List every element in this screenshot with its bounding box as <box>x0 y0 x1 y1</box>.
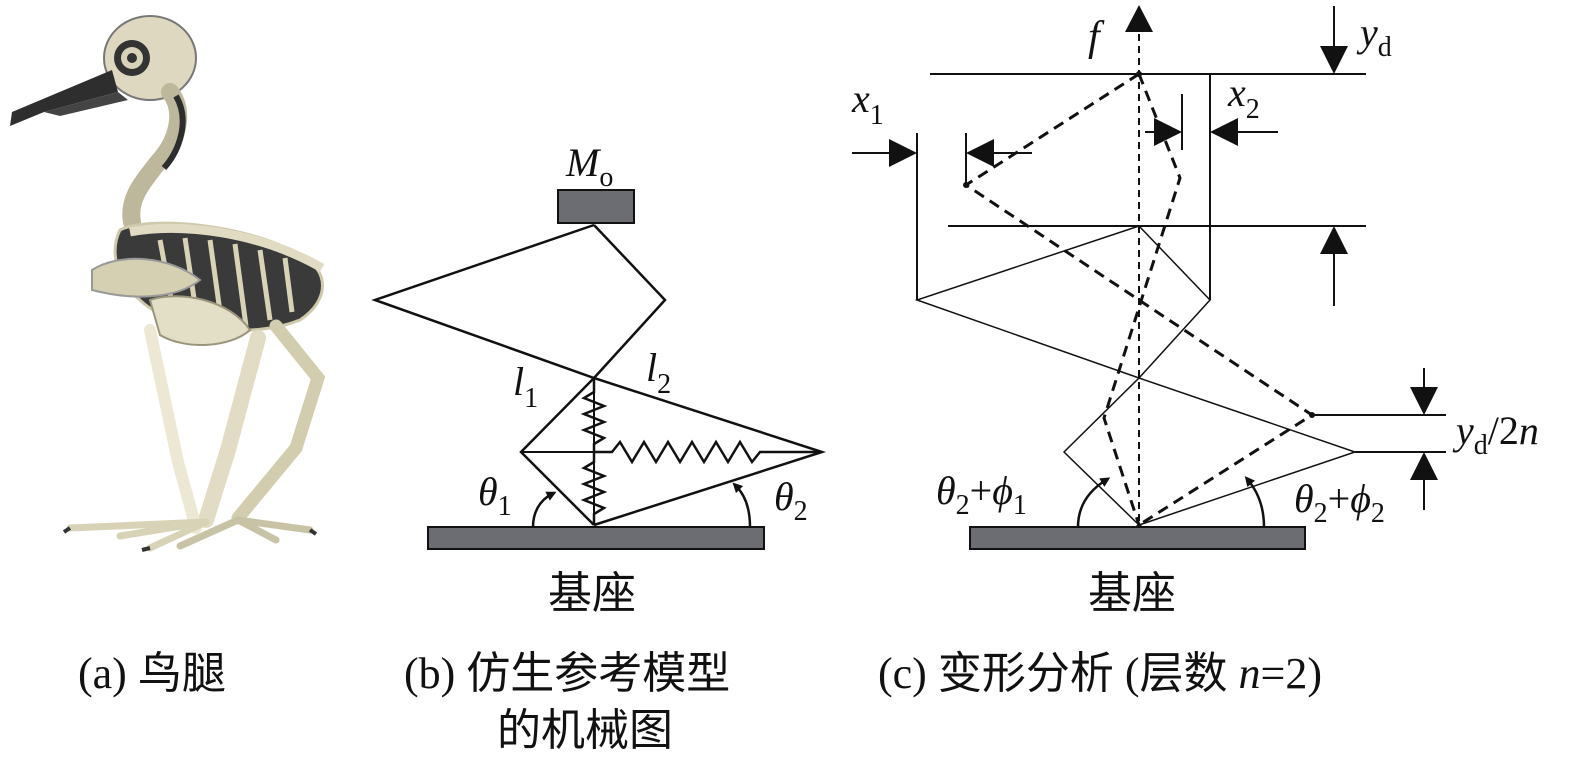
upper-linkage <box>371 223 667 380</box>
vertical-spring-upper <box>580 380 608 452</box>
x1-arrow-left-head <box>889 139 917 167</box>
spine <box>129 223 325 272</box>
solid-linkage <box>914 225 1212 379</box>
joint-left <box>963 182 969 188</box>
base-plate-c <box>969 526 1306 550</box>
mass-block <box>557 189 635 224</box>
caption-b-line2: 的机械图 <box>497 706 673 755</box>
caption-b-line1: (b) 仿生参考模型 <box>404 649 730 698</box>
joint-top <box>1136 71 1142 77</box>
panel-c: f yd x1 x2 yd/2n θ2+ϕ1 θ2+ϕ2 基座 <box>851 5 1539 618</box>
caption-c: (c) 变形分析 (层数 n=2) <box>878 649 1322 698</box>
theta1-arc <box>531 491 557 528</box>
foot-left <box>66 518 210 552</box>
wing <box>91 257 202 298</box>
claws <box>62 526 318 552</box>
angle-arc-left <box>1076 477 1111 528</box>
yd2n-arrow-bottom-head <box>1410 452 1438 480</box>
l1-label: l1 <box>513 359 538 414</box>
mass-label: Mo <box>565 140 613 193</box>
angle-right-label: θ2+ϕ2 <box>1294 476 1385 529</box>
eye-socket-core <box>127 53 137 63</box>
caption-a: (a) 鸟腿 <box>78 649 226 698</box>
angle-left-label: θ2+ϕ1 <box>936 468 1027 521</box>
yd2n-label: yd/2n <box>1452 408 1539 461</box>
theta2-label: θ2 <box>774 474 808 527</box>
x2-label: x2 <box>1227 70 1260 125</box>
dashed-deformed-left <box>963 72 1315 527</box>
f-label: f <box>1088 14 1105 60</box>
yd-arrow-top-head <box>1320 46 1348 74</box>
foot-right <box>176 516 314 550</box>
x1-label: x1 <box>851 76 884 131</box>
theta1-label: θ1 <box>478 469 512 522</box>
pelvis <box>148 295 252 347</box>
leg-right <box>231 319 326 525</box>
joint-right <box>1309 412 1315 418</box>
neck-shadow <box>161 94 186 170</box>
force-arrow-f <box>1125 5 1153 32</box>
x1-arrow-right-head <box>966 139 994 167</box>
base-plate-b <box>427 526 765 550</box>
theta2-arc <box>732 482 752 528</box>
vertical-spring-lower <box>580 452 608 525</box>
angle-arc-right <box>1244 476 1266 528</box>
x2-arrow-left-head <box>1154 118 1182 146</box>
dashed-deformed-right <box>1102 73 1182 526</box>
solid-lower-right <box>1138 377 1358 526</box>
solid-lower-left <box>1062 377 1140 526</box>
yd-arrow-bottom-head <box>1320 226 1348 254</box>
neck <box>122 83 188 231</box>
x2-arrow-right-head <box>1210 118 1238 146</box>
base-label-c: 基座 <box>1088 569 1176 618</box>
base-label-b: 基座 <box>548 569 636 618</box>
leg-left <box>198 330 266 528</box>
beak <box>10 70 118 126</box>
yd2n-arrow-top-head <box>1410 387 1438 415</box>
leg-back <box>144 324 202 534</box>
yd-label: yd <box>1356 10 1392 63</box>
beak-lower <box>44 92 128 116</box>
l2-label: l2 <box>646 345 671 400</box>
panel-b: Mo l1 l2 θ1 θ2 基座 <box>371 140 827 618</box>
bird-skeleton-image <box>10 15 326 552</box>
horizontal-spring <box>594 439 822 465</box>
